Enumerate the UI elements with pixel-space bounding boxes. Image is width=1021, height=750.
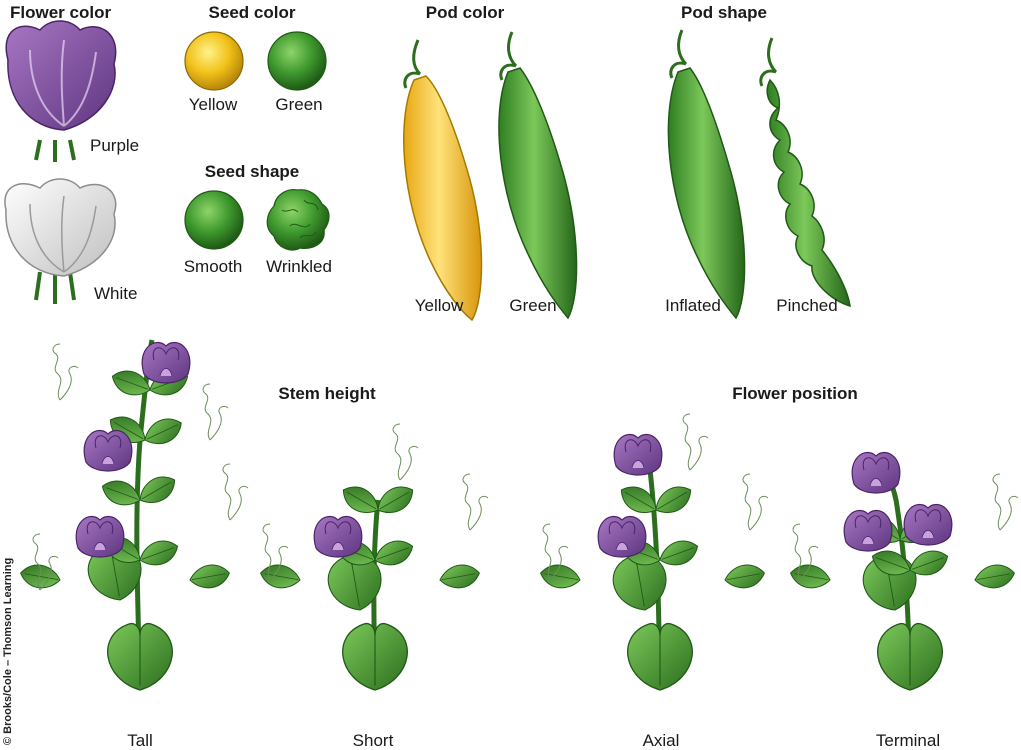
label-inflated: Inflated xyxy=(665,297,721,314)
label-white: White xyxy=(94,285,137,302)
heading-flower-position: Flower position xyxy=(732,385,858,402)
heading-seed-color: Seed color xyxy=(209,4,296,21)
label-purple: Purple xyxy=(90,137,139,154)
heading-stem-height: Stem height xyxy=(278,385,375,402)
label-pod-yellow: Yellow xyxy=(415,297,464,314)
green-pod-illustration xyxy=(499,32,577,318)
label-smooth: Smooth xyxy=(184,258,243,275)
heading-flower-color: Flower color xyxy=(10,4,111,21)
label-seed-green: Green xyxy=(275,96,322,113)
heading-pod-shape: Pod shape xyxy=(681,4,767,21)
wrinkled-seed-illustration xyxy=(267,190,329,250)
smooth-seed-illustration xyxy=(185,191,243,249)
label-seed-yellow: Yellow xyxy=(189,96,238,113)
label-wrinkled: Wrinkled xyxy=(266,258,332,275)
pinched-pod-illustration xyxy=(761,38,850,306)
short-plant-illustration xyxy=(259,424,488,690)
label-terminal: Terminal xyxy=(876,732,940,749)
label-pinched: Pinched xyxy=(776,297,837,314)
tall-plant-illustration xyxy=(19,340,248,690)
heading-pod-color: Pod color xyxy=(426,4,504,21)
green-seed-illustration xyxy=(268,32,326,90)
copyright-credit: © Brooks/Cole – Thomson Learning xyxy=(2,558,14,745)
label-axial: Axial xyxy=(643,732,680,749)
terminal-plant-illustration xyxy=(789,452,1018,690)
yellow-seed-illustration xyxy=(185,32,243,90)
heading-seed-shape: Seed shape xyxy=(205,163,300,180)
label-tall: Tall xyxy=(127,732,153,749)
label-pod-green: Green xyxy=(509,297,556,314)
label-short: Short xyxy=(353,732,394,749)
inflated-pod-illustration xyxy=(668,30,744,318)
axial-plant-illustration xyxy=(539,414,768,690)
yellow-pod-illustration xyxy=(404,40,482,320)
